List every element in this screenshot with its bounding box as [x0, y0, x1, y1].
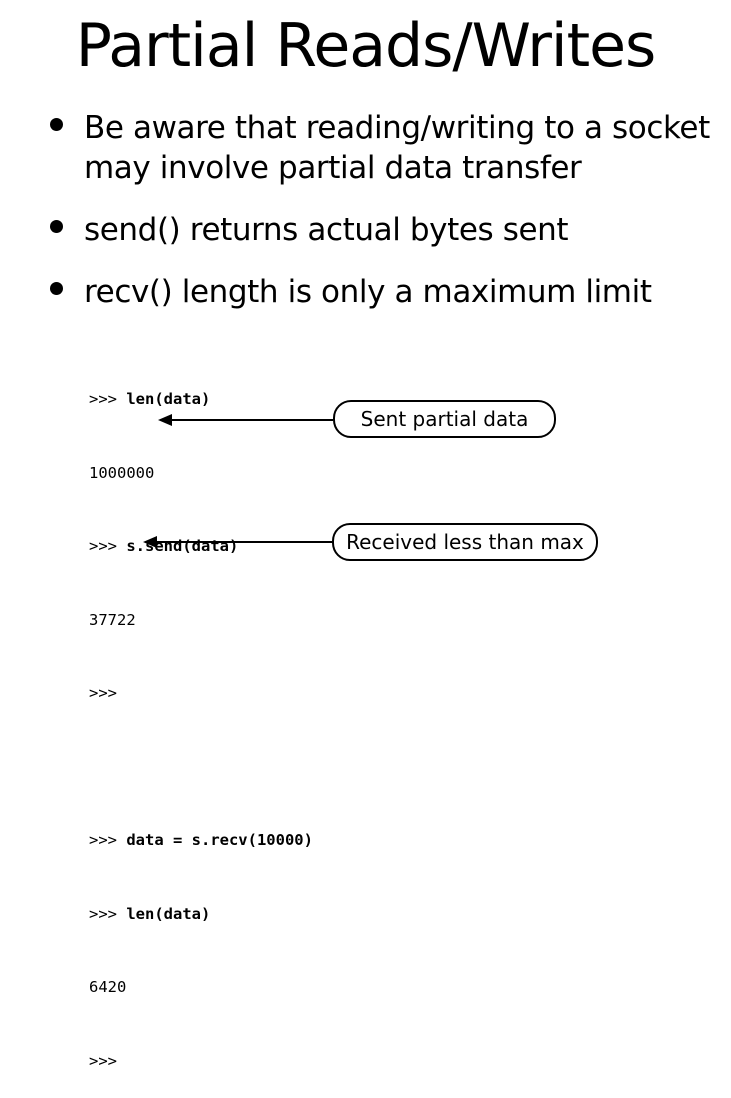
code-command: s.send(data): [126, 537, 239, 555]
callout-received-less: Received less than max: [332, 523, 598, 561]
code-line: >>> data = s.recv(10000): [89, 828, 313, 853]
code-spacer: [89, 755, 313, 780]
slide-title: Partial Reads/Writes: [75, 11, 657, 81]
code-command: len(data): [126, 390, 211, 408]
code-output: 37722: [89, 610, 136, 629]
code-command: data = s.recv(10000): [126, 831, 313, 849]
code-line: >>> len(data): [89, 387, 313, 412]
bullet-text: recv() length is only a maximum limit: [84, 274, 652, 310]
code-example: >>> len(data) 1000000 >>> s.send(data) 3…: [89, 338, 313, 1098]
code-line: >>> s.send(data): [89, 534, 313, 559]
code-output: 1000000: [89, 463, 155, 482]
code-line: >>>: [89, 1049, 313, 1074]
callout-sent-partial: Sent partial data: [333, 400, 556, 438]
bullet-dot-icon: [50, 118, 63, 131]
code-prompt: >>>: [89, 390, 127, 408]
bullet-list: Be aware that reading/writing to a socke…: [48, 108, 718, 312]
bullet-item: recv() length is only a maximum limit: [48, 272, 718, 312]
bullet-dot-icon: [50, 220, 63, 233]
code-prompt: >>>: [89, 1051, 117, 1070]
code-prompt: >>>: [89, 904, 127, 923]
bullet-text: send() returns actual bytes sent: [84, 212, 569, 248]
bullet-item: Be aware that reading/writing to a socke…: [48, 108, 718, 188]
code-output: 6420: [89, 978, 127, 996]
bullet-text: Be aware that reading/writing to a socke…: [84, 110, 710, 186]
code-prompt: >>>: [89, 831, 127, 849]
bullet-dot-icon: [50, 282, 63, 295]
code-line: >>>: [89, 681, 313, 706]
bullet-item: send() returns actual bytes sent: [48, 210, 718, 250]
code-prompt: >>>: [89, 684, 117, 702]
code-command: len(data): [126, 904, 211, 923]
code-line: >>> len(data): [89, 902, 313, 927]
code-prompt: >>>: [89, 537, 127, 555]
